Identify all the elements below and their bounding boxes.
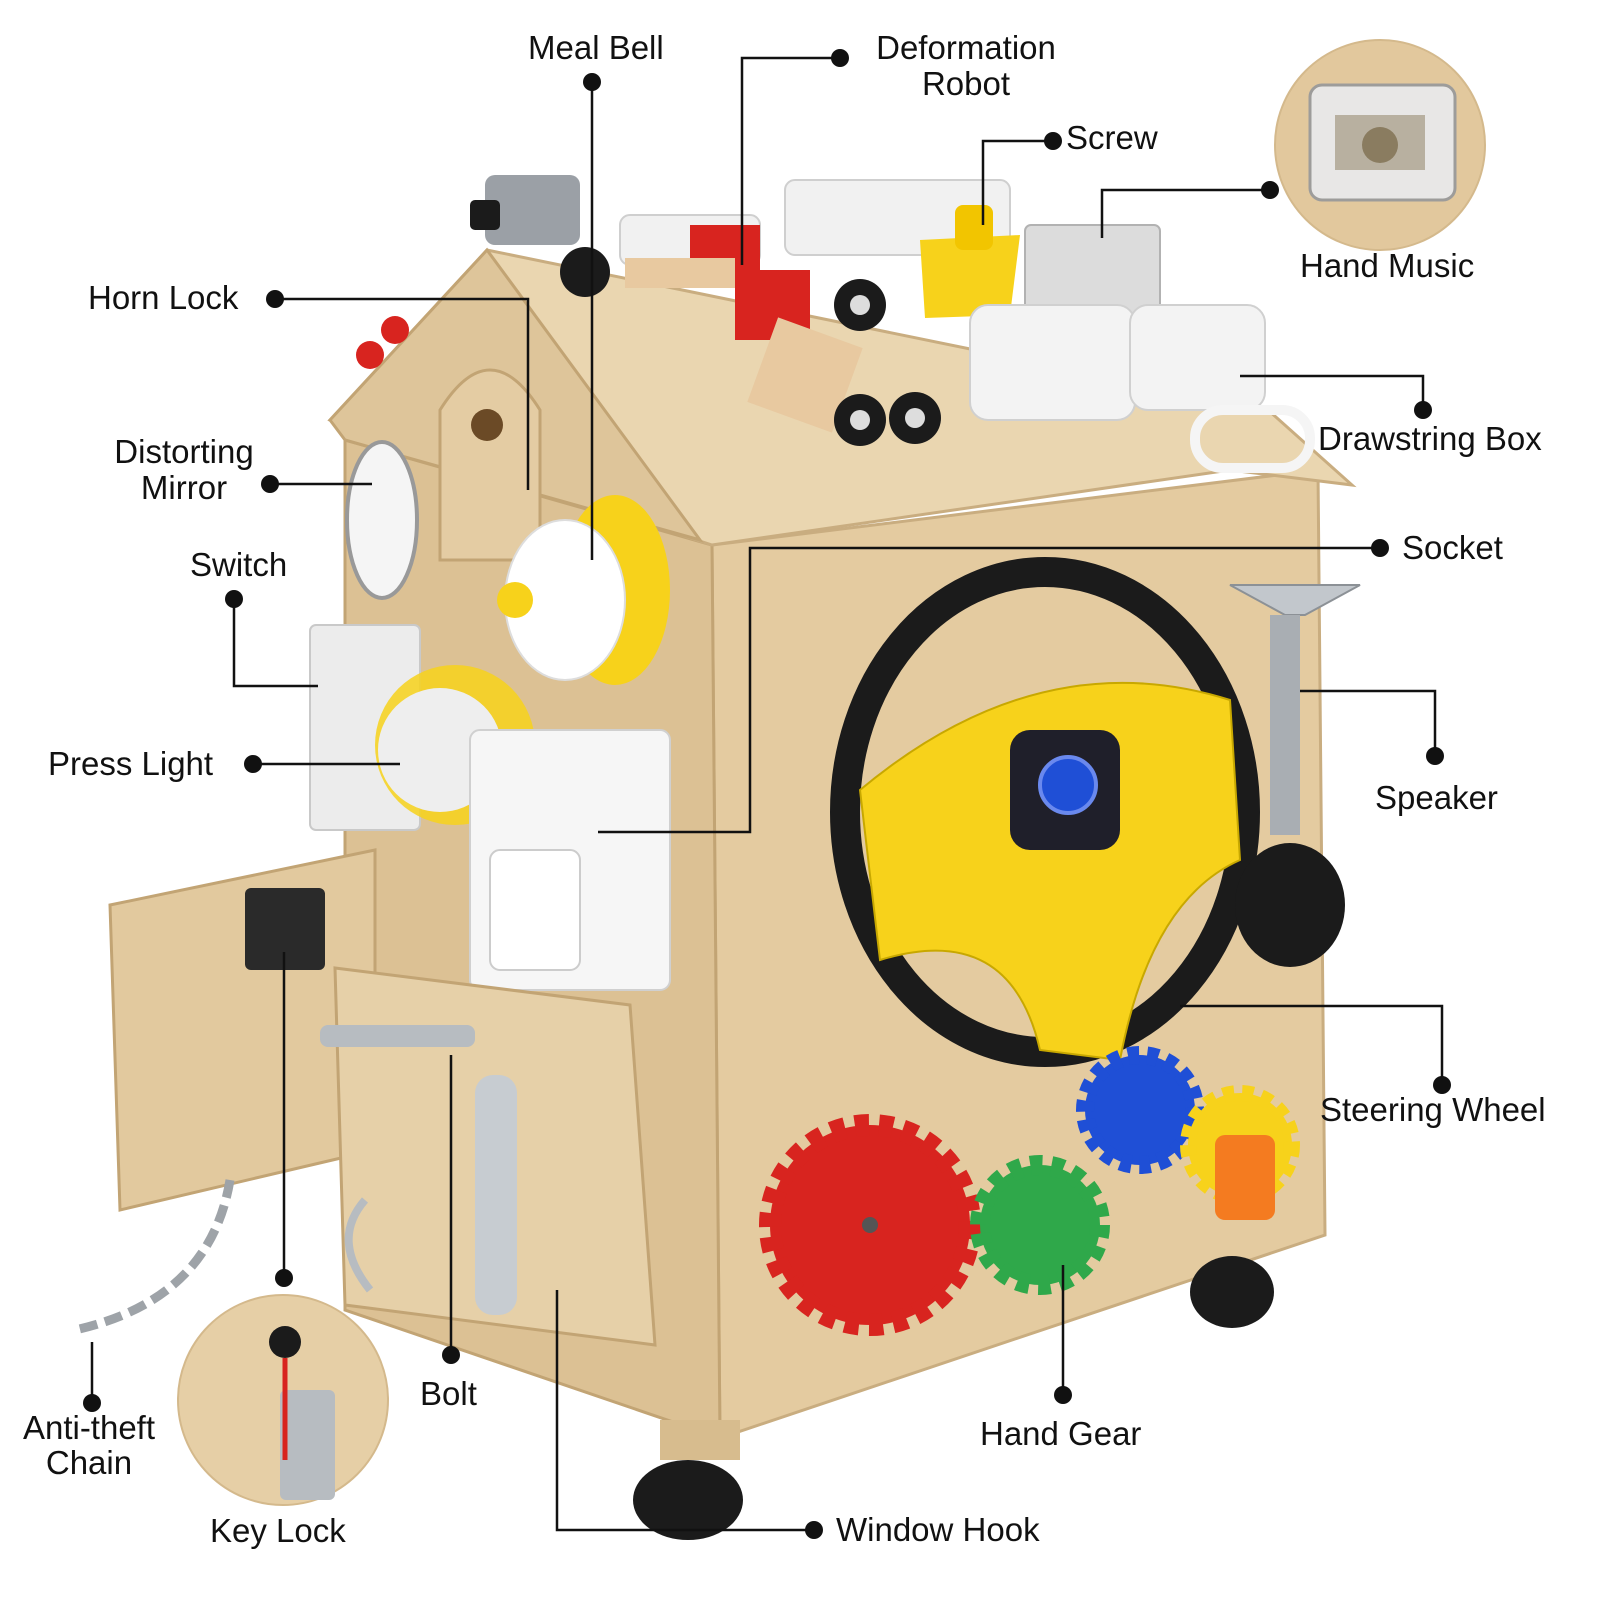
label-speaker: Speaker [1375,779,1498,816]
label-hand-gear: Hand Gear [980,1415,1142,1452]
label-screw: Screw [1066,119,1158,156]
distorting-mirror-part [345,440,419,600]
door-hole [471,409,503,441]
label-distorting-mirror-line2: Mirror [140,469,228,506]
caster-wheel-front [633,1460,743,1540]
dot-key-lock [275,1269,293,1287]
drawstring-box-1 [969,304,1136,421]
leader-screw [981,139,1053,225]
key-lock-plate [245,888,325,970]
leader-hand-music [1100,188,1270,238]
leader-window-hook [555,1290,814,1532]
anti-theft-chain-part [74,1179,235,1335]
key-lock-inset [177,1294,389,1506]
meal-bell-part [497,495,670,685]
caster-wheel-right [1190,1256,1274,1328]
dot-screw [1044,132,1062,150]
side-components [74,368,671,1347]
leader-horn-lock [275,297,530,490]
label-anti-theft-chain-line2: Chain [45,1444,133,1481]
arched-door [438,368,542,562]
drawstring-handle [1190,405,1315,473]
label-anti-theft-chain-line1: Anti-theft [22,1409,156,1446]
leader-dots [83,49,1451,1539]
hand-music-inset [1274,39,1486,251]
label-socket: Socket [1402,529,1503,566]
dot-meal-bell [583,73,601,91]
top-white-box-1 [784,179,1011,256]
leader-deformation-robot [740,56,840,265]
steering-wheel-part [830,557,1260,1067]
dot-hand-gear [1054,1386,1072,1404]
leader-steering-wheel [1180,1004,1444,1085]
leader-lines [90,56,1444,1532]
label-switch: Switch [190,546,288,583]
red-peg-2 [356,341,384,369]
base-strip [660,1420,740,1460]
label-distorting-mirror-line1: Distorting [114,433,254,470]
dot-speaker [1426,747,1444,765]
label-hand-music: Hand Music [1300,247,1475,284]
dot-distorting-mirror [261,475,279,493]
label-steering-wheel: Steering Wheel [1320,1091,1546,1128]
dot-press-light [244,755,262,773]
dot-anti-theft-chain [83,1394,101,1412]
leader-socket [598,546,1380,834]
front-components [759,557,1361,1336]
label-meal-bell: Meal Bell [528,29,664,66]
dot-window-hook [805,1521,823,1539]
hand-gear-part [759,1046,1300,1336]
dot-bolt [442,1346,460,1364]
dot-switch [225,590,243,608]
dot-horn-lock [266,290,284,308]
dot-hand-music [1261,181,1279,199]
label-drawstring-box: Drawstring Box [1318,420,1542,457]
leader-switch [232,599,318,688]
bolt-part [320,1025,475,1047]
red-peg-1 [381,316,409,344]
dot-steering-wheel [1433,1076,1451,1094]
dot-socket [1371,539,1389,557]
drawstring-box-2 [1129,304,1266,411]
deformation-robot [560,225,941,446]
hook-part [344,1197,374,1293]
label-press-light: Press Light [48,745,214,782]
speaker-part [1229,584,1361,967]
label-deformation-robot-line1: Deformation [876,29,1056,66]
label-window-hook: Window Hook [836,1511,1040,1548]
leader-speaker [1300,689,1437,756]
window-hook-slot [475,1075,517,1315]
horn-lock-part [470,175,580,245]
label-bolt: Bolt [420,1375,477,1412]
dot-deformation-robot [831,49,849,67]
label-horn-lock: Horn Lock [88,279,239,316]
socket-plug [489,849,581,971]
label-deformation-robot-line2: Robot [921,65,1011,102]
dot-drawstring-box [1414,401,1432,419]
leader-drawstring-box [1240,374,1425,410]
label-key-lock: Key Lock [210,1512,346,1549]
